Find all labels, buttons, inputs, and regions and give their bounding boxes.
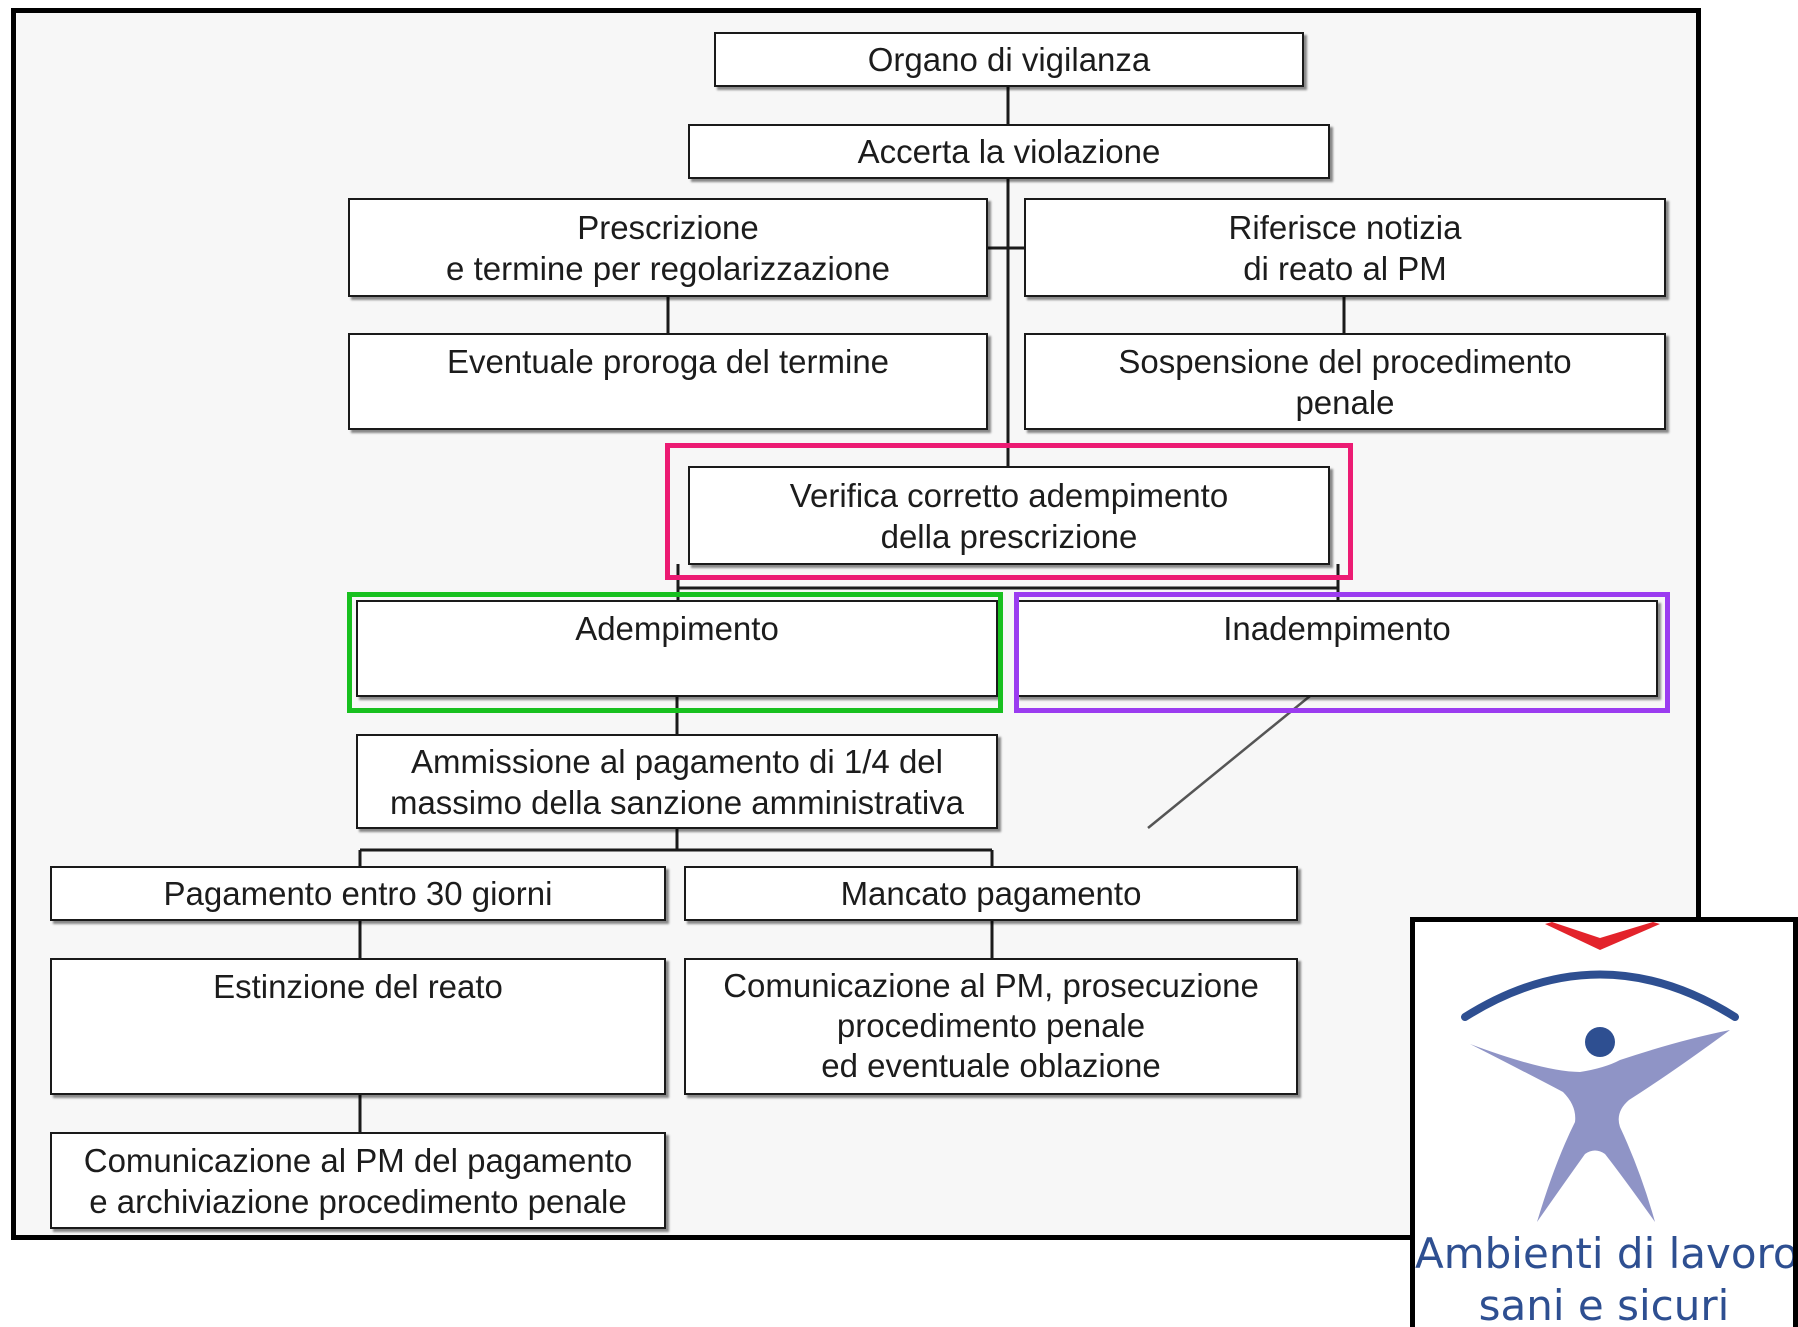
node-mancato-pagamento: Mancato pagamento bbox=[684, 866, 1298, 921]
highlight-verifica bbox=[665, 443, 1353, 580]
logo-text-line1: Ambienti di lavoro bbox=[1415, 1229, 1798, 1278]
node-comunicazione-archiviazione: Comunicazione al PM del pagamento e arch… bbox=[50, 1132, 666, 1229]
node-verifica-adempimento: Verifica corretto adempimento della pres… bbox=[688, 466, 1330, 565]
node-organo-di-vigilanza: Organo di vigilanza bbox=[714, 32, 1304, 87]
node-text: Sospensione del procedimento bbox=[1118, 343, 1572, 380]
node-text: Eventuale proroga del termine bbox=[446, 343, 890, 380]
logo-body bbox=[1470, 1030, 1730, 1222]
node-sospensione-procedimento: Sospensione del procedimento penale bbox=[1024, 333, 1666, 430]
node-text: Comunicazione al PM, prosecuzione bbox=[723, 967, 1259, 1004]
node-text: Verifica corretto adempimento bbox=[789, 476, 1229, 514]
node-text: ed eventuale oblazione bbox=[821, 1047, 1161, 1084]
node-text: Inadempimento bbox=[1223, 610, 1451, 647]
node-text: Comunicazione al PM del pagamento bbox=[83, 1141, 633, 1179]
node-riferisce-notizia: Riferisce notizia di reato al PM bbox=[1024, 198, 1666, 297]
logo-head bbox=[1585, 1027, 1615, 1057]
node-ammissione-pagamento: Ammissione al pagamento di 1/4 del massi… bbox=[356, 734, 998, 829]
node-comunicazione-prosecuzione: Comunicazione al PM, prosecuzione proced… bbox=[684, 958, 1298, 1095]
node-adempimento: Adempimento bbox=[356, 600, 998, 697]
node-text: della prescrizione bbox=[880, 517, 1138, 555]
node-text: penale bbox=[1295, 384, 1395, 421]
node-text: Accerta la violazione bbox=[857, 133, 1161, 170]
logo-panel: Ambienti di lavoro sani e sicuri bbox=[1410, 917, 1798, 1327]
logo-figure-icon bbox=[1461, 922, 1739, 1222]
node-eventuale-proroga: Eventuale proroga del termine bbox=[348, 333, 988, 430]
node-text: procedimento penale bbox=[836, 1007, 1146, 1044]
node-text: massimo della sanzione amministrativa bbox=[389, 783, 965, 821]
node-estinzione-reato: Estinzione del reato bbox=[50, 958, 666, 1095]
node-text: Prescrizione bbox=[577, 208, 759, 246]
node-pagamento-30-giorni: Pagamento entro 30 giorni bbox=[50, 866, 666, 921]
node-text: Estinzione del reato bbox=[213, 968, 503, 1005]
node-text: Pagamento entro 30 giorni bbox=[163, 875, 553, 912]
highlight-adempimento bbox=[347, 592, 1003, 713]
node-inadempimento: Inadempimento bbox=[1016, 600, 1658, 697]
node-text: Mancato pagamento bbox=[840, 875, 1142, 912]
node-text: Adempimento bbox=[575, 610, 779, 647]
node-text: Riferisce notizia bbox=[1228, 208, 1462, 246]
logo-arc bbox=[1461, 970, 1739, 1021]
node-prescrizione: Prescrizione e termine per regolarizzazi… bbox=[348, 198, 988, 297]
node-accerta-la-violazione: Accerta la violazione bbox=[688, 124, 1330, 179]
logo-accent-chevron bbox=[1545, 922, 1660, 950]
node-text: di reato al PM bbox=[1243, 249, 1447, 287]
highlight-inadempimento bbox=[1014, 592, 1670, 713]
node-text: Organo di vigilanza bbox=[867, 41, 1151, 78]
node-text: Ammissione al pagamento di 1/4 del bbox=[411, 742, 943, 780]
logo-text-line2: sani e sicuri bbox=[1478, 1281, 1730, 1327]
node-text: e archiviazione procedimento penale bbox=[89, 1182, 627, 1220]
node-text: e termine per regolarizzazione bbox=[446, 249, 890, 287]
